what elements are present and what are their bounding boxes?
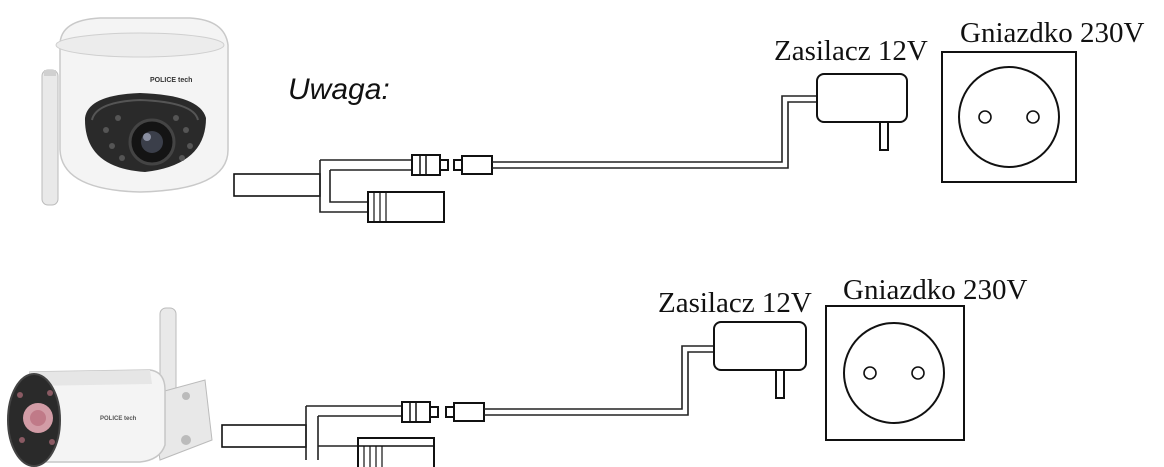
power-adapter bbox=[713, 321, 807, 399]
wall-socket bbox=[825, 305, 965, 441]
power-adapter bbox=[816, 73, 908, 151]
wall-socket bbox=[941, 51, 1077, 183]
note-label: Uwaga: bbox=[288, 73, 390, 106]
adapter-label: Zasilacz 12V bbox=[774, 35, 928, 67]
socket-label: Gniazdko 230V bbox=[960, 17, 1144, 49]
dome-camera-image: POLICE tech bbox=[41, 17, 229, 206]
dc-connector bbox=[401, 401, 485, 423]
setup-bullet-camera: POLICE tech bbox=[7, 274, 1027, 467]
dc-connector bbox=[411, 154, 493, 176]
camera-cable bbox=[221, 405, 402, 460]
bullet-camera-image: POLICE tech bbox=[7, 307, 213, 467]
camera-cable bbox=[233, 159, 412, 213]
socket-label: Gniazdko 230V bbox=[843, 274, 1027, 306]
power-cable bbox=[492, 95, 822, 163]
adapter-label: Zasilacz 12V bbox=[658, 287, 812, 319]
setup-dome-camera: POLICE tech Uwaga: bbox=[41, 17, 1144, 223]
camera-brand-logo: POLICE tech bbox=[100, 416, 137, 422]
power-cable bbox=[484, 345, 718, 410]
ethernet-connector bbox=[357, 437, 435, 467]
ethernet-connector bbox=[367, 191, 445, 223]
camera-brand-logo: POLICE tech bbox=[150, 77, 192, 84]
